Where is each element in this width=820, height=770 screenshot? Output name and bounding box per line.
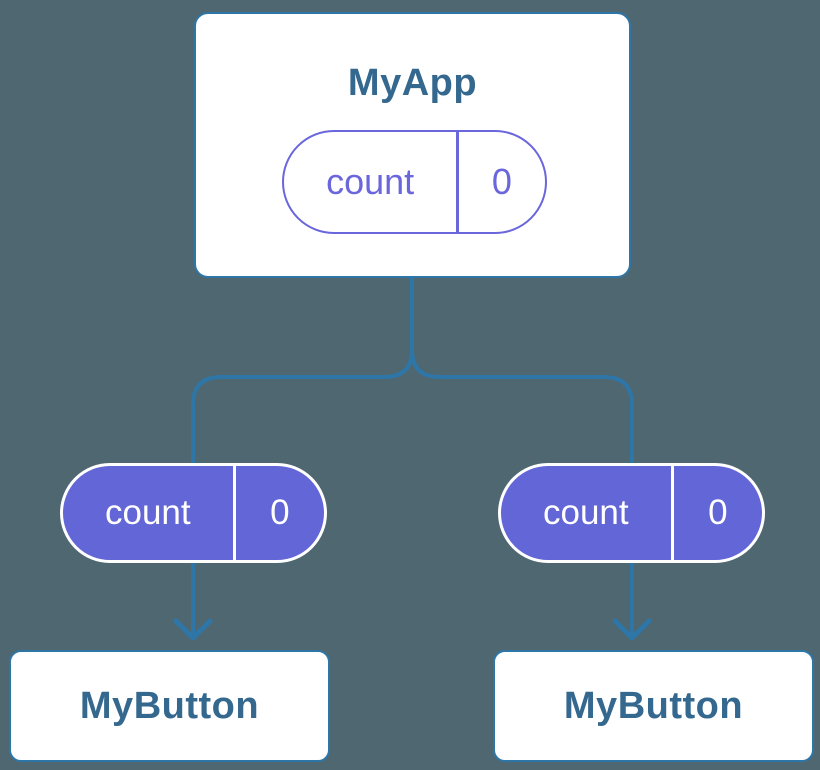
- left-arrow-head-icon: [173, 618, 213, 641]
- state-name: count: [326, 161, 415, 202]
- tree-branch-line: [191, 270, 634, 472]
- right-prop-value: 0: [708, 493, 728, 532]
- left-mybutton-node-card: MyButton: [9, 650, 330, 762]
- state-pill-divider: [456, 132, 459, 232]
- right-prop-pill: count 0: [498, 463, 765, 563]
- myapp-title: MyApp: [347, 62, 478, 104]
- right-mybutton-title: MyButton: [563, 684, 744, 727]
- left-mybutton-title: MyButton: [79, 684, 260, 727]
- left-prop-pill-divider: [232, 466, 236, 560]
- myapp-node-card: MyApp count 0: [194, 12, 631, 278]
- left-prop-name: count: [105, 493, 191, 532]
- right-mybutton-node-card: MyButton: [493, 650, 814, 762]
- left-prop-value: 0: [270, 493, 290, 532]
- right-prop-pill-divider: [670, 466, 674, 560]
- state-value: 0: [491, 161, 512, 202]
- right-arrow-head-icon: [612, 618, 652, 641]
- state-pill: count 0: [282, 130, 547, 234]
- left-prop-pill: count 0: [60, 463, 327, 563]
- right-prop-name: count: [543, 493, 629, 532]
